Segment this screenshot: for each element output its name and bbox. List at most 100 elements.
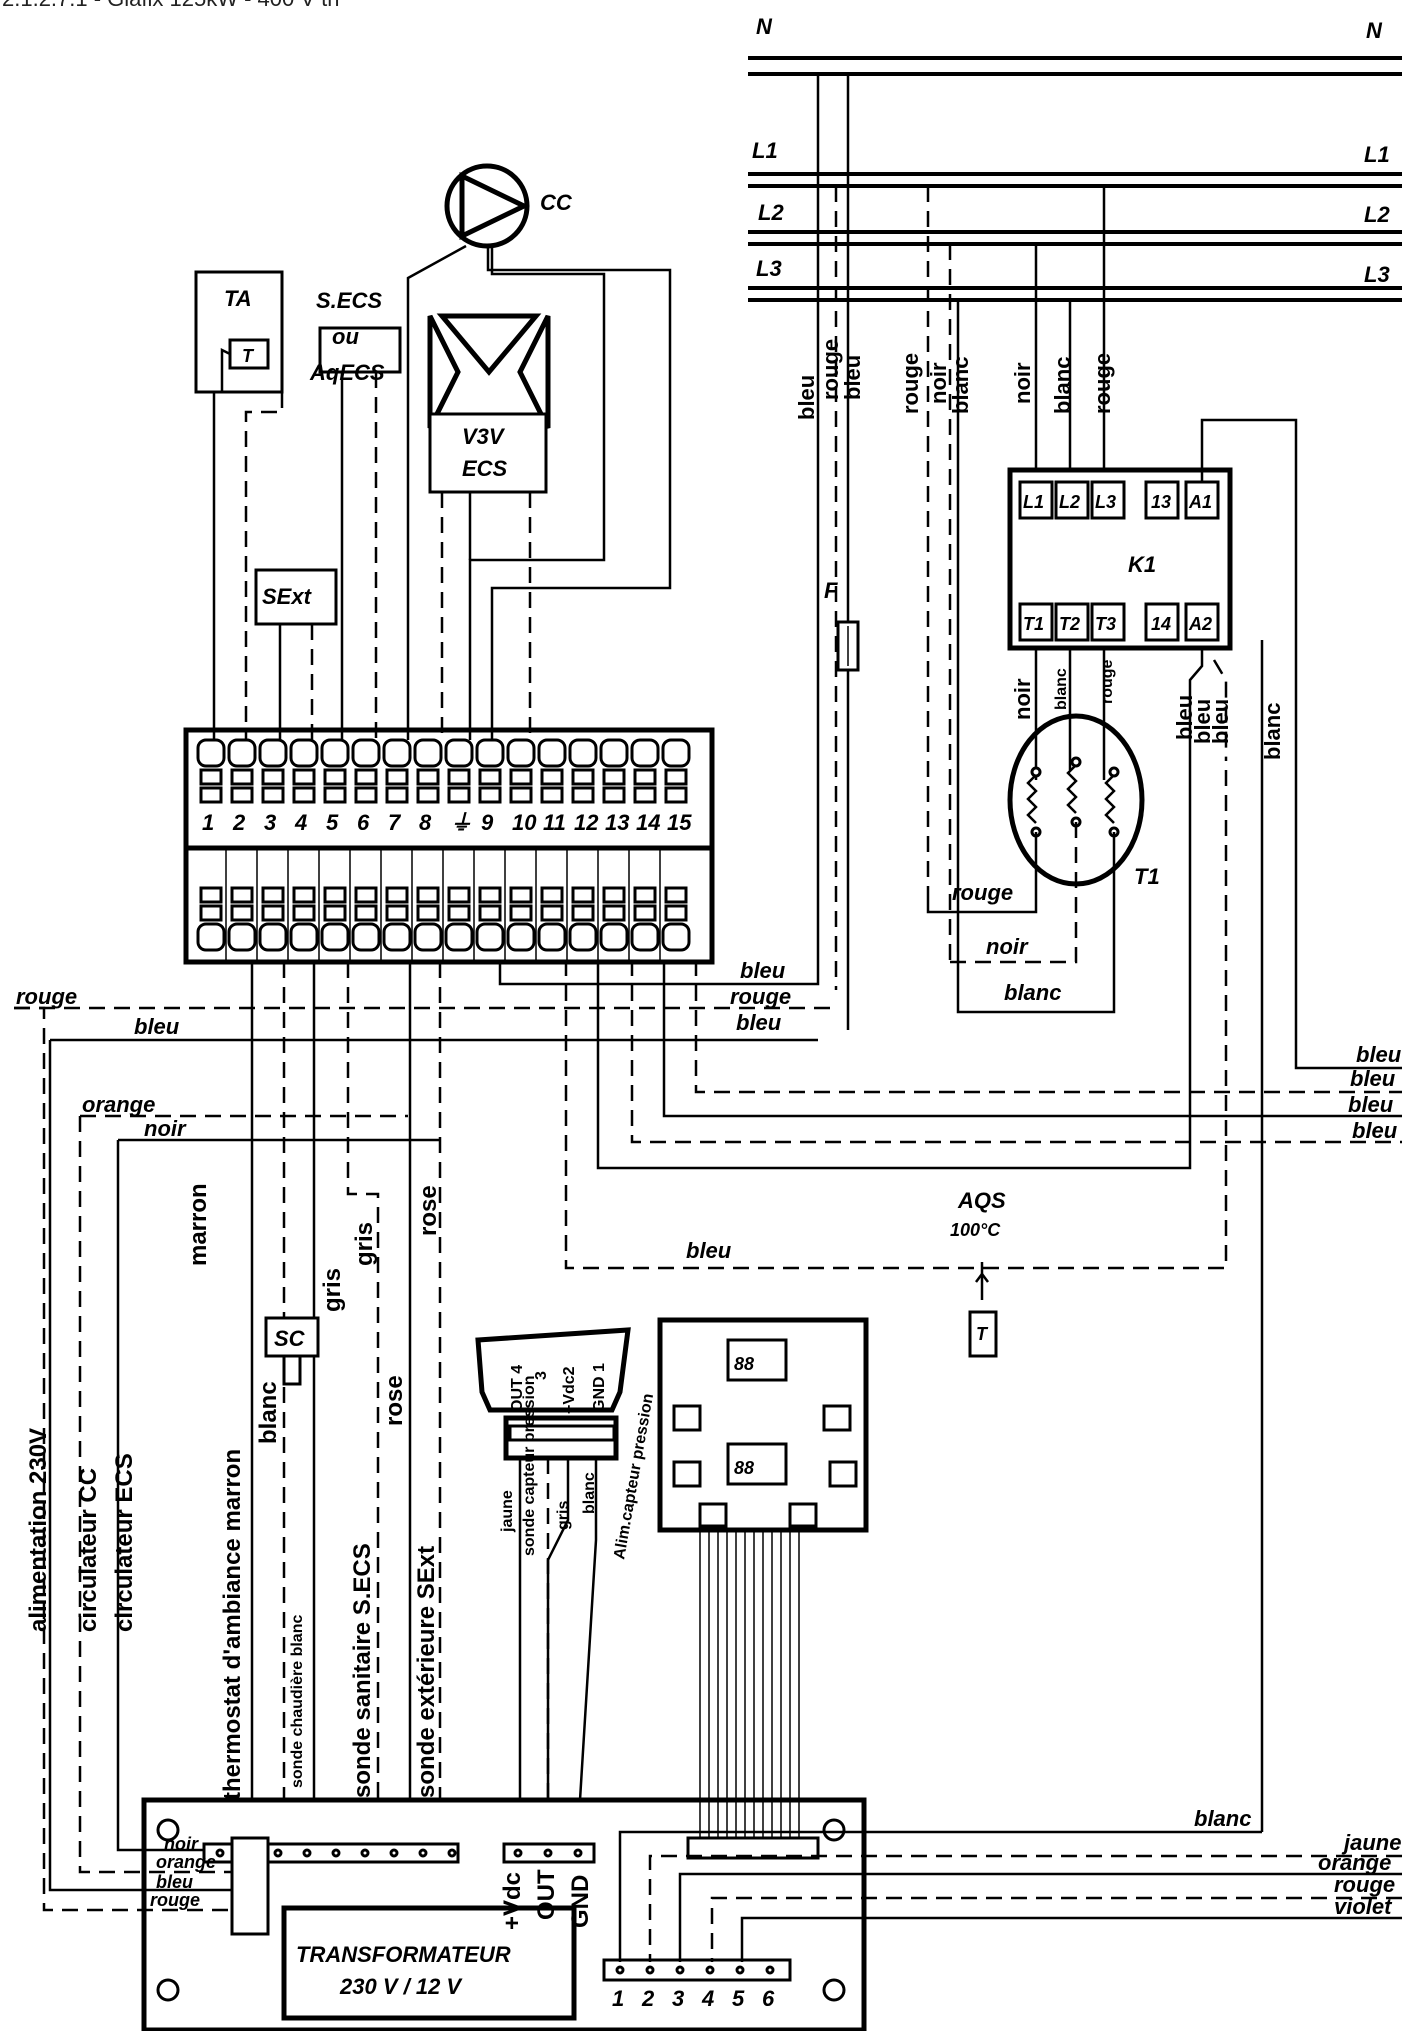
display-digits-top: 88 xyxy=(734,1354,754,1374)
svg-text:T: T xyxy=(242,346,255,366)
svg-text:14: 14 xyxy=(1151,614,1171,634)
transformer xyxy=(281,1905,577,2021)
svg-text:3: 3 xyxy=(533,1371,550,1380)
svg-text:bleu: bleu xyxy=(1208,699,1233,744)
svg-text:bleu: bleu xyxy=(794,375,819,420)
svg-text:L3: L3 xyxy=(1095,492,1116,512)
k1-top-contacts: L1 L2 L3 13 A1 xyxy=(1018,480,1220,520)
terminal-label: 15 xyxy=(667,810,692,835)
svg-text:orange: orange xyxy=(82,1092,155,1117)
svg-text:SExt: SExt xyxy=(262,584,313,609)
valve-v3v-ecs: V3V ECS xyxy=(427,313,551,740)
diagram-title: 2.1.2.7.1 - Glafix 125kW - 400 V tri xyxy=(2,0,339,11)
network-drop-labels: bleu rouge bleu rouge noir blanc noir bl… xyxy=(794,339,1115,420)
svg-text:noir: noir xyxy=(1010,362,1035,404)
heater-t1: T1 rouge noir blanc xyxy=(926,713,1160,1014)
terminal-label: 8 xyxy=(419,810,432,835)
svg-text:+Vdc2: +Vdc2 xyxy=(561,1366,578,1414)
svg-text:blanc: blanc xyxy=(581,1472,598,1514)
svg-text:rouge: rouge xyxy=(1099,659,1116,704)
display-board: 88 88 xyxy=(657,1317,869,1838)
svg-text:noir: noir xyxy=(1010,678,1035,720)
pressure-sensor: OUT 4 3 +Vdc2 GND 1 jaune sonde capteur … xyxy=(475,1327,657,1801)
label-n-right: N xyxy=(1366,18,1383,43)
svg-text:rouge: rouge xyxy=(952,880,1013,905)
terminal-label: 12 xyxy=(574,810,599,835)
svg-text:AQS: AQS xyxy=(957,1188,1006,1213)
power-connector xyxy=(230,1836,270,1936)
aqs-thermostat: AQS 100°C T xyxy=(950,1188,1006,1358)
bottom-terminal-strip xyxy=(602,1958,792,1982)
svg-text:bleu: bleu xyxy=(1348,1092,1394,1117)
t1-label: T1 xyxy=(1134,864,1160,889)
svg-text:orange: orange xyxy=(156,1852,216,1872)
svg-text:T1: T1 xyxy=(1023,614,1044,634)
svg-text:CC: CC xyxy=(540,190,573,215)
terminal-label: 4 xyxy=(294,810,307,835)
terminal-label: ⏚ xyxy=(450,810,472,835)
svg-text:blanc: blanc xyxy=(1053,668,1070,710)
svg-text:A2: A2 xyxy=(1188,614,1212,634)
svg-text:noir: noir xyxy=(926,362,951,404)
mid-wiring: rouge bleu orange noir bleu rouge bleu b… xyxy=(14,760,1402,1912)
svg-text:bleu: bleu xyxy=(1352,1118,1398,1143)
circulator-pump-cc: CC xyxy=(406,163,672,740)
svg-text:rouge: rouge xyxy=(16,984,77,1009)
vertical-labels: alimentation 230V circulateur CC circula… xyxy=(25,962,442,1800)
svg-text:T3: T3 xyxy=(1095,614,1116,634)
svg-text:sonde sanitaire S.ECS: sonde sanitaire S.ECS xyxy=(349,1543,376,1798)
svg-text:rouge: rouge xyxy=(898,353,923,414)
network-drop-wires xyxy=(816,74,1106,1030)
bottom-right-wires: blanc jaune orange rouge violet xyxy=(618,1806,1402,1962)
terminal-label: 13 xyxy=(605,810,629,835)
svg-text:circulateur ECS: circulateur ECS xyxy=(111,1453,138,1632)
label-l1-left: L1 xyxy=(752,138,778,163)
svg-text:blanc: blanc xyxy=(948,357,973,414)
svg-text:S.ECS: S.ECS xyxy=(316,288,382,313)
bottom-terminal-label: 3 xyxy=(672,1986,684,2011)
fuse-f: F xyxy=(824,578,860,672)
svg-text:T: T xyxy=(976,1324,989,1344)
k1-bottom-contacts: T1 T2 T3 14 A2 xyxy=(1018,602,1220,642)
svg-text:bleu: bleu xyxy=(840,355,865,400)
svg-text:blanc: blanc xyxy=(1194,1806,1251,1831)
svg-text:GND: GND xyxy=(567,1875,594,1928)
svg-text:bleu: bleu xyxy=(686,1238,732,1263)
svg-text:+Vdc: +Vdc xyxy=(499,1872,526,1930)
svg-text:alimentation 230V: alimentation 230V xyxy=(25,1428,52,1632)
svg-text:rouge: rouge xyxy=(818,339,843,400)
label-l1-right: L1 xyxy=(1364,142,1390,167)
svg-text:blanc: blanc xyxy=(255,1381,282,1444)
svg-text:marron: marron xyxy=(185,1183,212,1266)
label-l3-left: L3 xyxy=(756,256,782,281)
svg-text:rose: rose xyxy=(415,1185,442,1236)
svg-text:V3V: V3V xyxy=(462,424,506,449)
sensor-sext: SExt xyxy=(254,568,338,740)
svg-text:F: F xyxy=(824,578,838,603)
terminal-label: 11 xyxy=(543,810,566,835)
terminal-label: 7 xyxy=(388,810,402,835)
svg-text:blanc: blanc xyxy=(1260,703,1285,760)
pcb-connector-display xyxy=(686,1836,820,1860)
svg-text:blanc: blanc xyxy=(1050,357,1075,414)
svg-text:T2: T2 xyxy=(1059,614,1080,634)
svg-text:ou: ou xyxy=(332,324,359,349)
svg-text:gris: gris xyxy=(555,1501,572,1530)
svg-text:AqECS: AqECS xyxy=(309,360,385,385)
main-pcb: +Vdc OUT GND TRANSFORMATEUR 230 V / 12 V… xyxy=(141,1797,867,2031)
svg-text:bleu: bleu xyxy=(1356,1042,1402,1067)
svg-text:100°C: 100°C xyxy=(950,1220,1001,1240)
svg-text:SC: SC xyxy=(274,1326,306,1351)
svg-text:jaune: jaune xyxy=(1341,1830,1401,1855)
svg-text:circulateur CC: circulateur CC xyxy=(75,1468,102,1632)
sensor-sc: SC xyxy=(264,1316,320,1386)
label-l2-left: L2 xyxy=(758,200,784,225)
svg-text:OUT 4: OUT 4 xyxy=(509,1365,526,1412)
svg-text:gris: gris xyxy=(319,1268,346,1312)
terminal-label: 6 xyxy=(357,810,370,835)
svg-text:rouge: rouge xyxy=(1334,1872,1395,1897)
label-n-left: N xyxy=(756,14,773,39)
